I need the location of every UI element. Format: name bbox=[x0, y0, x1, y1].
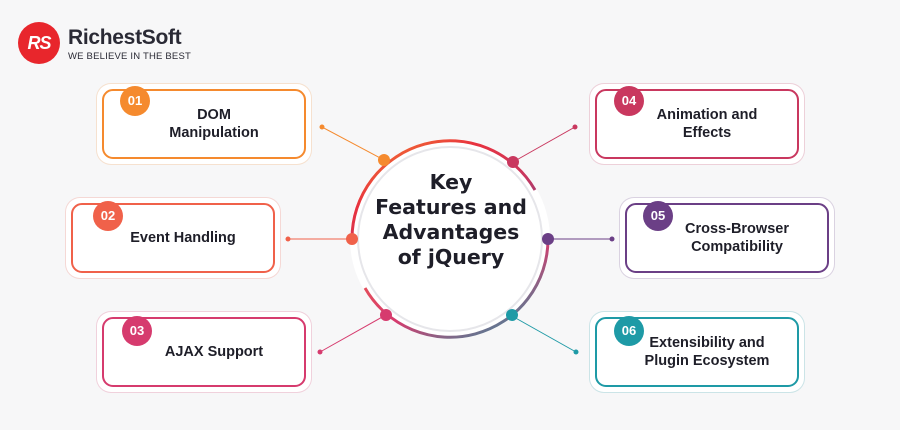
brand-name: RichestSoft bbox=[68, 26, 182, 49]
feature-card-border bbox=[102, 317, 306, 387]
feature-label-line: Manipulation bbox=[169, 125, 259, 141]
connector-06 bbox=[511, 315, 577, 353]
feature-number-badge: 03 bbox=[122, 316, 152, 346]
feature-label-line: Effects bbox=[682, 125, 732, 141]
feature-label-line: Extensibility and bbox=[649, 334, 765, 351]
feature-label-line: Compatibility bbox=[691, 239, 783, 255]
ring-dot-03 bbox=[380, 309, 392, 321]
feature-number-badge: 05 bbox=[643, 201, 673, 231]
feature-label: Extensibility and Plugin Ecosystem bbox=[590, 312, 804, 392]
brand-mark-text: RS bbox=[27, 33, 51, 53]
connector-endpoints bbox=[285, 124, 615, 355]
center-title-line: Advantages bbox=[382, 220, 520, 244]
center-title-line: Features and bbox=[375, 195, 527, 219]
connector-03 bbox=[319, 315, 385, 353]
brand-mark: RS bbox=[18, 22, 60, 64]
feature-label: Event Handling bbox=[66, 198, 280, 278]
feature-label: AJAX Support bbox=[97, 312, 311, 392]
ring-dot-04 bbox=[507, 156, 519, 168]
feature-card-border bbox=[71, 203, 275, 273]
ring-dot-05 bbox=[542, 233, 554, 245]
feature-number-badge: 01 bbox=[120, 86, 150, 116]
feature-label-line: Animation and bbox=[656, 106, 758, 123]
ring-dot-02 bbox=[346, 233, 358, 245]
feature-label-line: Cross-Browser bbox=[685, 220, 789, 237]
feature-card-border bbox=[595, 89, 799, 159]
feature-label: Cross-Browser Compatibility bbox=[620, 198, 834, 278]
feature-card-border bbox=[625, 203, 829, 273]
feature-number-badge: 02 bbox=[93, 201, 123, 231]
feature-card-border bbox=[595, 317, 799, 387]
feature-card-border bbox=[102, 89, 306, 159]
connector-04 bbox=[512, 126, 576, 163]
connector-01 bbox=[321, 126, 385, 161]
feature-label: DOM Manipulation bbox=[97, 84, 311, 164]
feature-number-badge: 04 bbox=[614, 86, 644, 116]
ring-dot-01 bbox=[378, 154, 390, 166]
feature-label-line: AJAX Support bbox=[164, 343, 264, 360]
brand-tagline: WE BELIEVE IN THE BEST bbox=[68, 51, 192, 62]
feature-label-line: Event Handling bbox=[130, 229, 236, 246]
ring-dot-06 bbox=[506, 309, 518, 321]
feature-number-badge: 06 bbox=[614, 316, 644, 346]
center-disc bbox=[350, 139, 550, 339]
brand-logo: RS RichestSoft WE BELIEVE IN THE BEST bbox=[18, 22, 208, 66]
feature-label: Animation and Effects bbox=[590, 84, 804, 164]
feature-label-line: DOM bbox=[197, 106, 231, 123]
center-title-line: Key bbox=[429, 170, 473, 194]
center-title: Key Features and Advantages of jQuery bbox=[371, 170, 531, 270]
center-title-line: of jQuery bbox=[397, 245, 505, 269]
feature-label-line: Plugin Ecosystem bbox=[644, 353, 770, 369]
